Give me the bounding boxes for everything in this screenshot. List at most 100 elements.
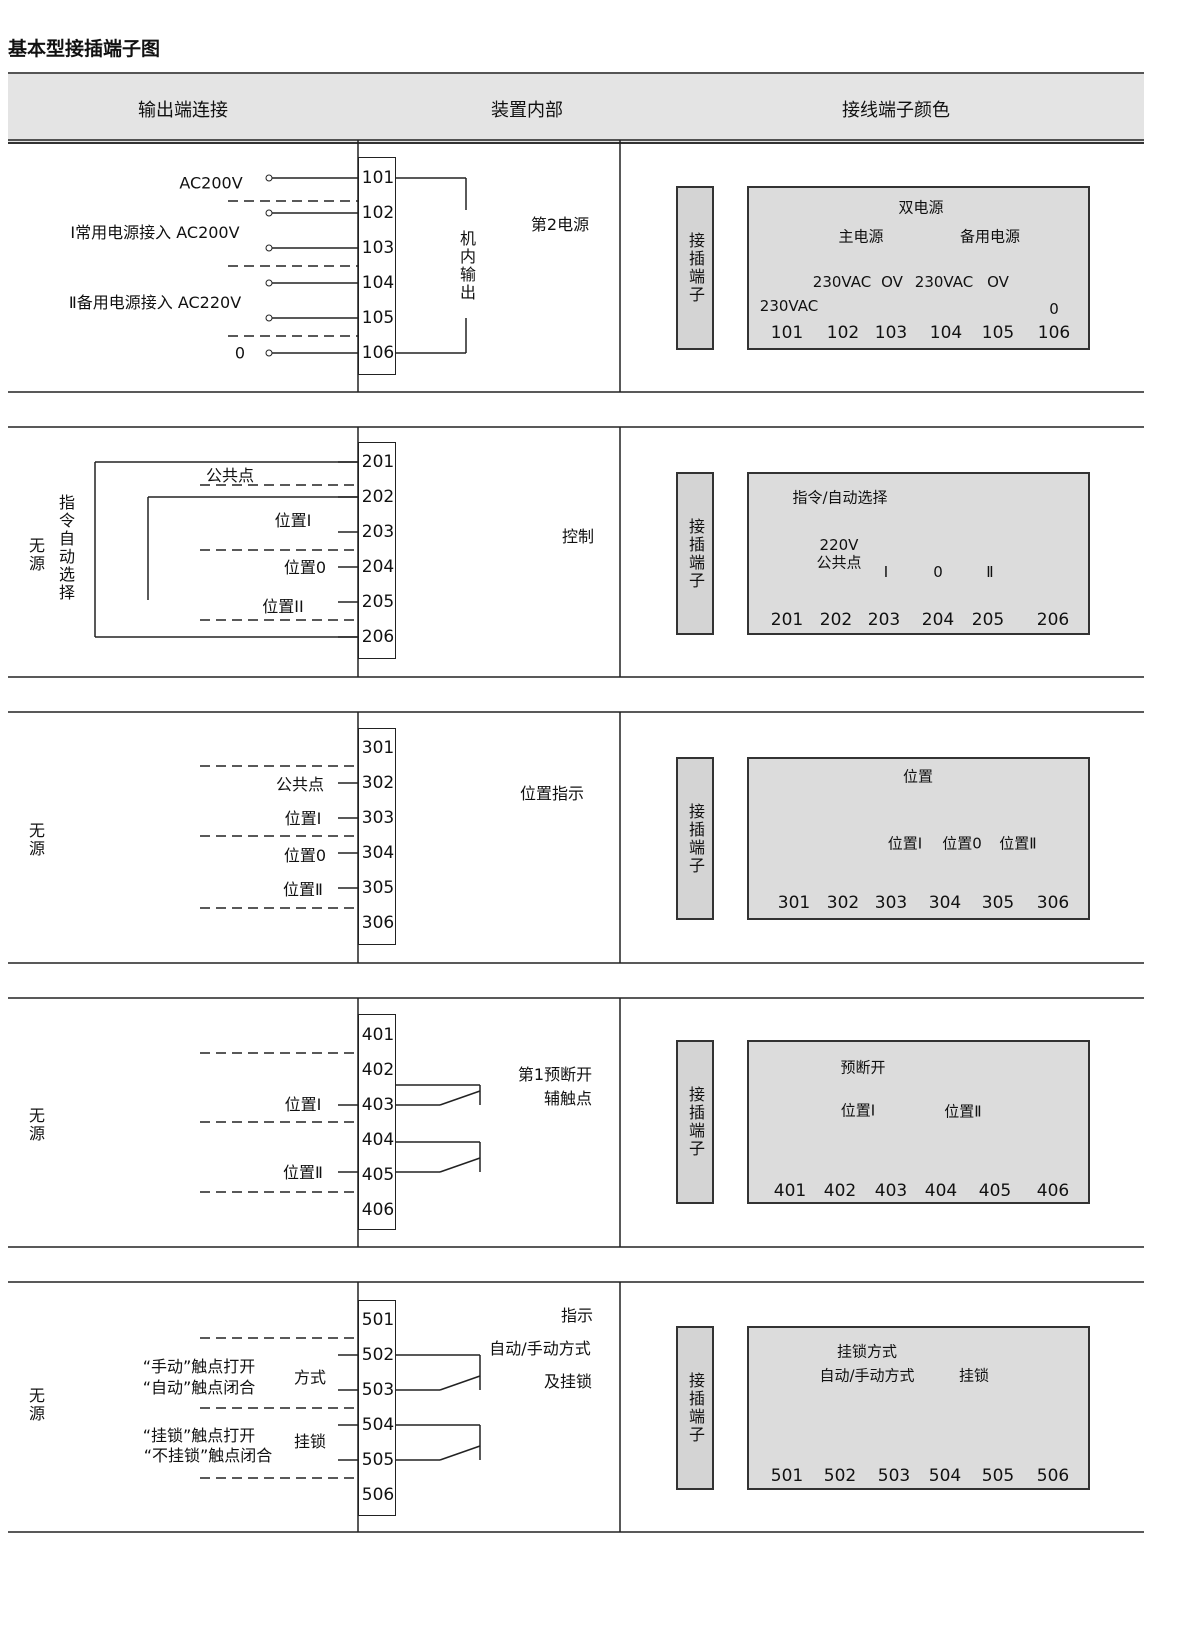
terminal-number: 504 (361, 1415, 395, 1435)
connector-label: 接插端子 (686, 1086, 705, 1158)
panel-label: 位置 (902, 767, 934, 786)
terminal-number: 405 (361, 1165, 395, 1185)
panel-terminal-number: 104 (929, 323, 963, 343)
panel-label: 位置Ⅰ (840, 1101, 876, 1120)
panel-label: 挂锁方式 (836, 1342, 898, 1361)
left-label: 公共点 (205, 466, 255, 485)
terminal-number: 506 (361, 1485, 395, 1505)
panel-label: 位置Ⅱ (999, 834, 1037, 853)
terminal-number: 305 (361, 878, 395, 898)
panel-label: Ⅱ (986, 563, 994, 581)
panel-label: 自动/手动方式 (819, 1366, 915, 1385)
panel-label: 公共点 (816, 553, 862, 572)
left-label: “自动”触点闭合 (142, 1378, 256, 1397)
left-label: 位置Ⅰ (284, 1095, 322, 1114)
panel-terminal-number: 306 (1036, 893, 1070, 913)
left-label: 无源 (26, 822, 45, 858)
left-label: Ⅱ备用电源接入 AC220V (68, 293, 242, 312)
terminal-point-icon (265, 279, 273, 287)
terminal-number: 306 (361, 913, 395, 933)
panel-label: 预断开 (840, 1058, 886, 1077)
connector-side-label: 接插端子 (676, 186, 714, 350)
panel-label: 指令/自动选择 (792, 488, 888, 507)
panel-label: 位置0 (942, 834, 982, 853)
left-label: 公共点 (275, 775, 325, 794)
function-label: 位置指示 (519, 784, 585, 803)
function-label: 及挂锁 (543, 1372, 593, 1391)
panel-label: 挂锁 (958, 1366, 990, 1385)
panel-label: 备用电源 (959, 227, 1021, 246)
terminal-number: 204 (361, 557, 395, 577)
left-label: 无源 (26, 1107, 45, 1143)
terminal-number: 501 (361, 1310, 395, 1330)
left-label: 0 (234, 343, 246, 363)
panel-terminal-number: 303 (874, 893, 908, 913)
function-label: 指示 (560, 1306, 594, 1325)
function-label: 控制 (561, 527, 595, 546)
left-label: 方式 (293, 1368, 327, 1387)
panel-terminal-number: 503 (877, 1466, 911, 1486)
terminal-number: 201 (361, 452, 395, 472)
terminal-number: 505 (361, 1450, 395, 1470)
left-label: 无源 (26, 1387, 45, 1423)
contact (439, 1375, 481, 1391)
left-label: 位置Ⅰ (274, 511, 312, 530)
panel-label: 230VAC (812, 273, 872, 291)
terminal-number: 303 (361, 808, 395, 828)
terminal-block (358, 1300, 396, 1516)
connector-label: 接插端子 (686, 232, 705, 304)
left-label: 位置0 (283, 846, 327, 865)
panel-terminal-number: 102 (826, 323, 860, 343)
terminal-number: 206 (361, 627, 395, 647)
panel-label: 双电源 (898, 198, 944, 217)
panel-terminal-number: 402 (823, 1181, 857, 1201)
connector-side-label: 接插端子 (676, 1040, 714, 1204)
panel-terminal-number: 404 (924, 1181, 958, 1201)
panel-label: OV (987, 273, 1009, 291)
terminal-number: 304 (361, 843, 395, 863)
terminal-block (358, 728, 396, 945)
connector-label: 接插端子 (686, 1372, 705, 1444)
panel-terminal-number: 302 (826, 893, 860, 913)
connector-side-label: 接插端子 (676, 472, 714, 635)
left-label: 挂锁 (293, 1432, 327, 1451)
left-label: “手动”触点打开 (142, 1357, 256, 1376)
left-label: 位置0 (283, 558, 327, 577)
panel-label: 位置Ⅱ (944, 1102, 982, 1121)
left-label: 位置Ⅰ (284, 809, 322, 828)
contact (439, 1157, 481, 1173)
panel-label: 230VAC (759, 297, 819, 315)
function-label: 第2电源 (530, 215, 590, 234)
panel-terminal-number: 205 (971, 610, 1005, 630)
panel-terminal-number: 206 (1036, 610, 1070, 630)
left-label: 指令自动选择 (56, 494, 75, 602)
connector-side-label: 接插端子 (676, 1326, 714, 1490)
terminal-number: 402 (361, 1060, 395, 1080)
panel-label: Ⅰ (883, 563, 889, 581)
panel-terminal-number: 506 (1036, 1466, 1070, 1486)
panel-label: 230VAC (914, 273, 974, 291)
terminal-number: 404 (361, 1130, 395, 1150)
header-device-internal: 装置内部 (491, 100, 563, 121)
function-label: 辅触点 (543, 1089, 593, 1108)
terminal-block (358, 442, 396, 659)
inner-output-label: 机内输出 (457, 230, 476, 302)
terminal-number: 103 (361, 238, 395, 258)
left-label: AC200V (179, 173, 243, 193)
connector-label: 接插端子 (686, 517, 705, 590)
left-label: 无源 (26, 537, 45, 573)
panel-terminal-number: 103 (874, 323, 908, 343)
terminal-point-icon (265, 209, 273, 217)
panel-terminal-number: 406 (1036, 1181, 1070, 1201)
panel-terminal-number: 403 (874, 1181, 908, 1201)
terminal-point-icon (265, 349, 273, 357)
terminal-block (358, 157, 396, 375)
terminal-number: 202 (361, 487, 395, 507)
panel-terminal-number: 202 (819, 610, 853, 630)
panel-label: 220V (819, 536, 859, 554)
terminal-color-panel (747, 757, 1090, 920)
header-terminal-color: 接线端子颜色 (842, 100, 950, 121)
terminal-number: 101 (361, 168, 395, 188)
terminal-number: 502 (361, 1345, 395, 1365)
terminal-point-icon (265, 244, 273, 252)
